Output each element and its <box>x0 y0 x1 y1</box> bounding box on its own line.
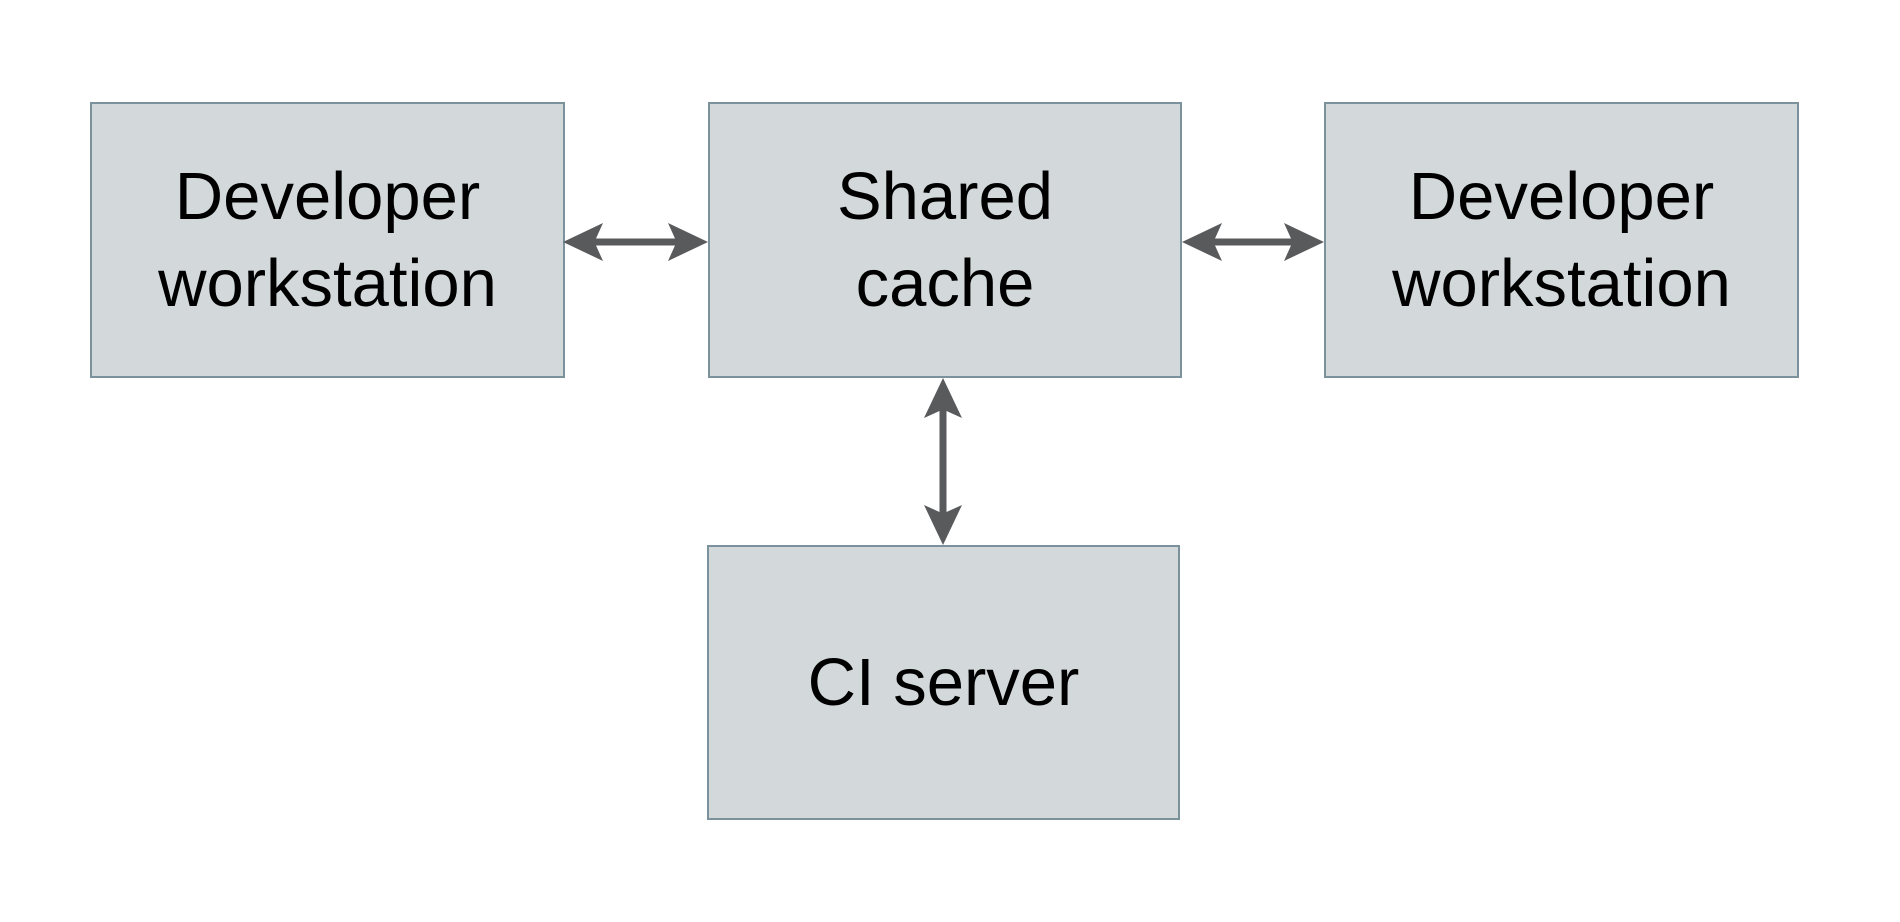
node-developer-workstation-right: Developer workstation <box>1324 102 1799 378</box>
node-label-line: Developer <box>1408 158 1715 234</box>
node-label-line: workstation <box>158 246 497 321</box>
bidirectional-arrow-icon <box>924 378 962 545</box>
node-label-line: cache <box>855 246 1035 321</box>
node-label: Shared cache <box>837 153 1053 327</box>
bidirectional-arrow-icon <box>563 223 708 261</box>
node-label-line: Shared <box>836 158 1054 234</box>
node-label-line: workstation <box>1392 246 1731 321</box>
node-label-line: CI server <box>807 644 1080 720</box>
node-shared-cache: Shared cache <box>708 102 1182 378</box>
node-label: Developer workstation <box>1392 153 1731 327</box>
bidirectional-arrow-icon <box>1182 223 1324 261</box>
node-label: CI server <box>808 639 1080 726</box>
node-ci-server: CI server <box>707 545 1180 820</box>
node-label-line: Developer <box>174 158 481 234</box>
node-developer-workstation-left: Developer workstation <box>90 102 565 378</box>
node-label: Developer workstation <box>158 153 497 327</box>
